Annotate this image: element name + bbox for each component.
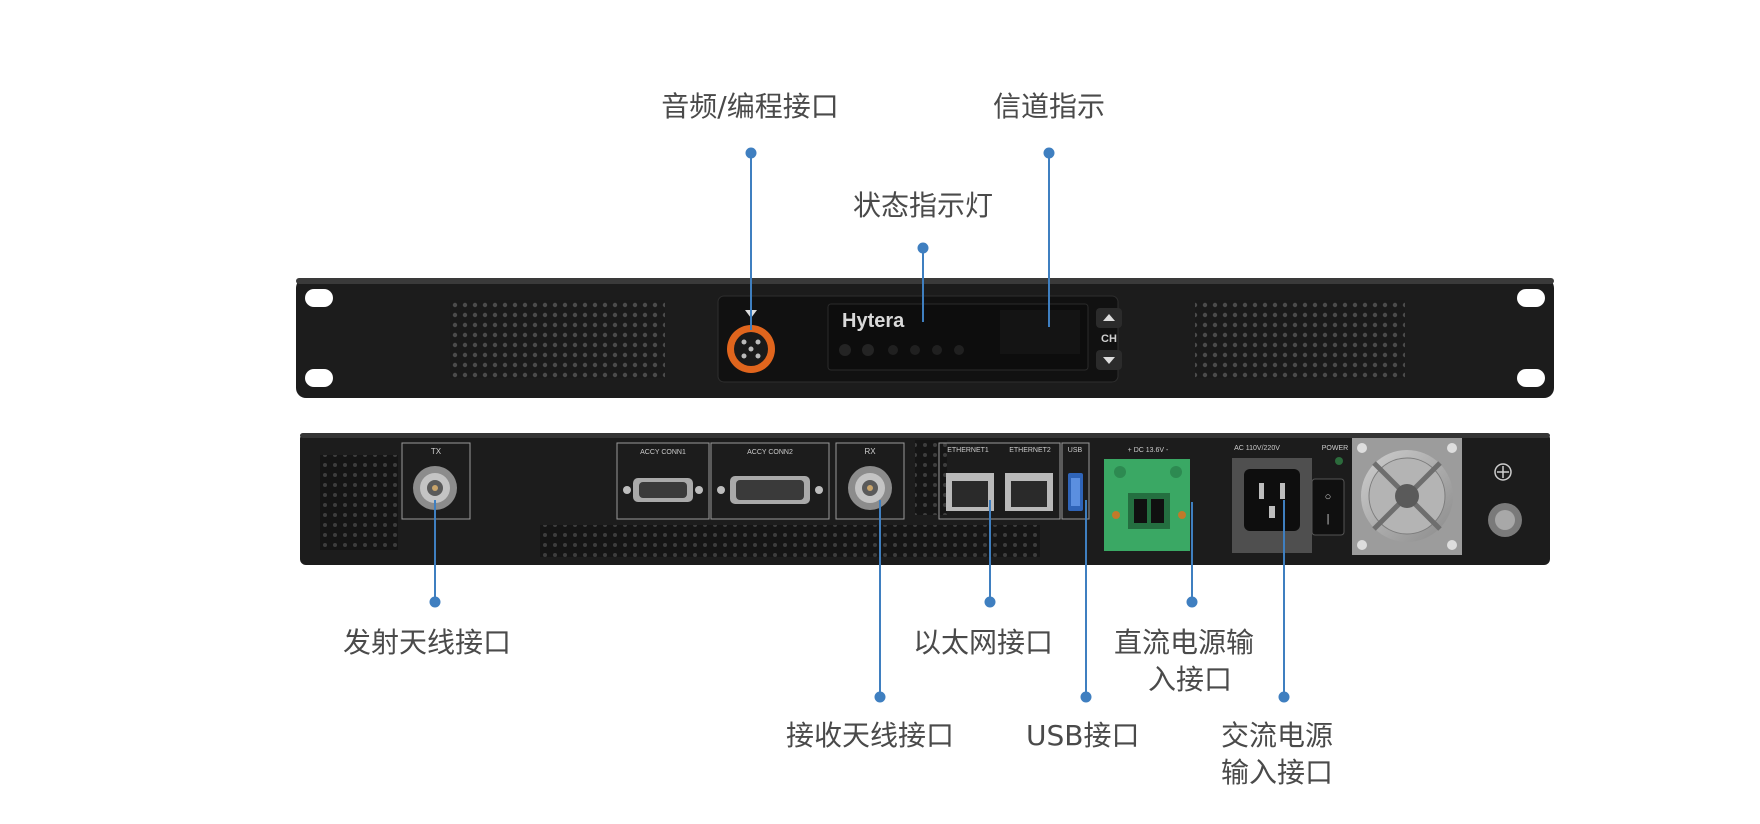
rx-antenna-connector: RX	[835, 442, 905, 520]
leader-channel-indicator	[1043, 147, 1055, 327]
ground-terminal	[1488, 463, 1522, 537]
accessory-connector-2: ACCY CONN2	[710, 442, 830, 520]
leader-status-led	[917, 242, 929, 322]
ac-label: AC 110V/220V	[1234, 445, 1280, 452]
dc-power-connector: + DC 13.6V -	[1104, 447, 1190, 551]
leader-ethernet	[984, 500, 996, 608]
front-vent-left	[450, 300, 665, 378]
label-rx-antenna-port: 接收天线接口	[786, 719, 955, 752]
front-panel: Hytera CH	[296, 278, 1554, 398]
label-dc-power-line1: 直流电源输	[1114, 626, 1255, 659]
accy-conn2-label: ACCY CONN2	[747, 449, 793, 456]
ethernet1-label: ETHERNET1	[947, 447, 989, 454]
label-ac-power-line2: 输入接口	[1221, 756, 1334, 789]
dc-label: + DC 13.6V -	[1128, 447, 1169, 454]
ethernet-ports: ETHERNET1 ETHERNET2	[938, 442, 1061, 520]
rack-hole	[305, 289, 333, 307]
switch-on-symbol: |	[1327, 513, 1330, 525]
channel-display	[1000, 310, 1080, 354]
ch-label: CH	[1101, 333, 1117, 345]
label-usb-port: USB接口	[1026, 719, 1140, 752]
rear-panel: TX ACCY CONN1 ACCY CONN2	[300, 433, 1550, 565]
label-ethernet-port: 以太网接口	[913, 626, 1054, 659]
ethernet2-label: ETHERNET2	[1009, 447, 1051, 454]
label-dc-power-line2: 入接口	[1148, 663, 1233, 696]
leader-tx-antenna	[429, 500, 441, 608]
switch-off-symbol: ○	[1325, 491, 1332, 503]
callout-lines	[429, 147, 1290, 703]
rx-label: RX	[864, 447, 876, 456]
tx-antenna-connector: TX	[401, 442, 471, 520]
leader-usb	[1080, 500, 1092, 703]
front-vent-right	[1195, 300, 1405, 378]
rack-hole	[1517, 289, 1545, 307]
label-audio-programming-port: 音频/编程接口	[661, 90, 839, 123]
accessory-connector-1: ACCY CONN1	[616, 442, 710, 520]
status-leds	[839, 344, 964, 356]
label-channel-indicator: 信道指示	[992, 90, 1105, 123]
rear-vent-bottom	[540, 525, 1040, 557]
label-tx-antenna-port: 发射天线接口	[343, 626, 512, 659]
audio-programming-connector	[727, 310, 775, 373]
accy-conn1-label: ACCY CONN1	[640, 449, 686, 456]
chevron-down-icon	[1103, 357, 1115, 364]
usb-port: USB	[1061, 442, 1090, 520]
tx-label: TX	[431, 447, 442, 456]
rack-hole	[305, 369, 333, 387]
label-ac-power-line1: 交流电源	[1221, 719, 1334, 752]
ac-power-inlet: AC 110V/220V POWER ○ |	[1232, 445, 1348, 553]
cooling-fan	[1352, 438, 1462, 555]
rear-vent-left	[320, 455, 398, 550]
usb-port-label: USB	[1068, 447, 1083, 454]
chevron-up-icon	[1103, 314, 1115, 321]
label-status-led: 状态指示灯	[852, 189, 993, 222]
rack-hole	[1517, 369, 1545, 387]
leader-dc-power	[1186, 502, 1198, 608]
leader-ac-power	[1278, 500, 1290, 703]
rear-vent-middle	[915, 440, 947, 515]
leader-audio-port	[745, 147, 757, 330]
leader-rx-antenna	[874, 500, 886, 703]
power-switch[interactable]	[1311, 478, 1345, 536]
power-label: POWER	[1322, 445, 1348, 452]
brand-logo: Hytera	[842, 310, 905, 332]
